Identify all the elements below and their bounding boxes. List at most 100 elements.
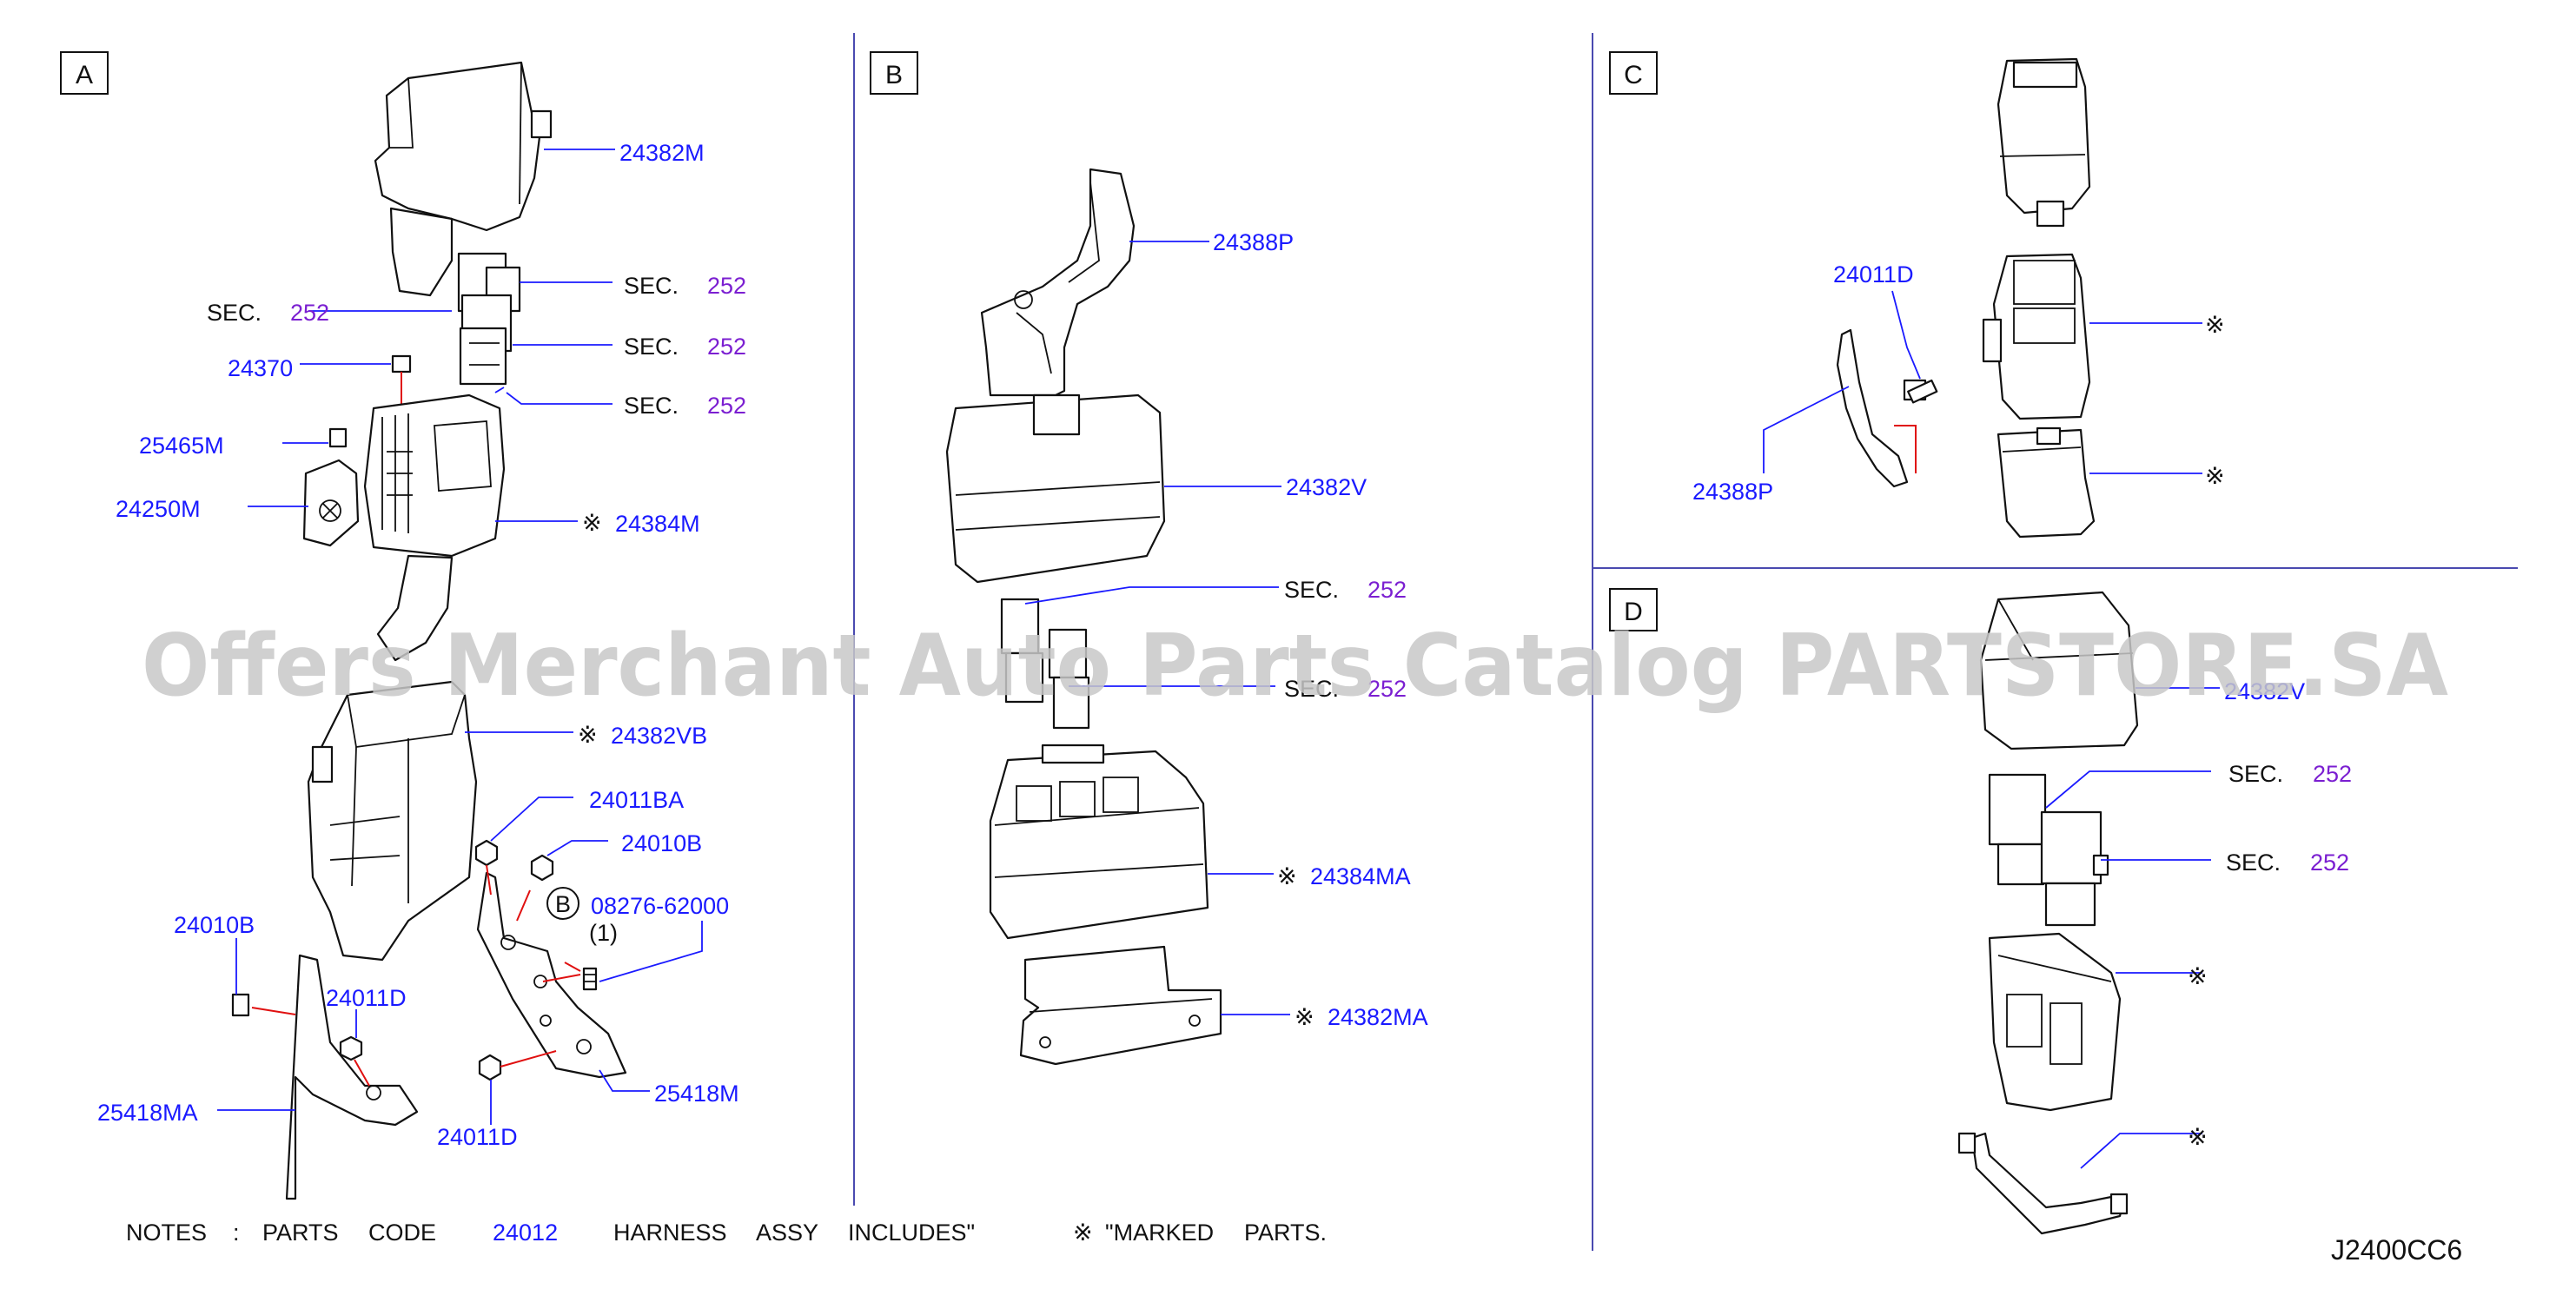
label-24382m: 24382M (619, 140, 705, 166)
label-sec-d1: SEC. (2228, 761, 2283, 787)
bracket-24388p (980, 168, 1136, 397)
marked-symbol-c-tray: ※ (2205, 463, 2225, 489)
label-24250m: 24250M (116, 496, 201, 522)
notes-line: NOTES : PARTS CODE 24012 HARNESS ASSY IN… (126, 1220, 1327, 1246)
label-08276-62000: 08276-62000 (591, 893, 729, 919)
label-25418ma: 25418MA (97, 1100, 198, 1126)
section-letter-a: A (76, 61, 93, 89)
bolt-24011d-upper (339, 1035, 370, 1087)
label-24382v-b: 24382V (1286, 474, 1367, 500)
relays-a (457, 252, 521, 386)
notes-includes: INCLUDES" (848, 1220, 975, 1246)
section-a-leaders (217, 149, 703, 1125)
section-d-parts (1957, 591, 2139, 1235)
bracket-d-bottom (1957, 1132, 2129, 1235)
label-24388p-b: 24388P (1213, 229, 1294, 255)
label-24388p-c: 24388P (1692, 479, 1773, 505)
section-a-parts (231, 61, 627, 1200)
label-24011d-c: 24011D (1833, 261, 1914, 288)
section-box-b: B (870, 51, 918, 95)
label-24010b-left: 24010B (174, 912, 255, 938)
label-24382v-d: 24382V (2224, 678, 2305, 704)
label-sec-b1-num: 252 (1367, 577, 1407, 603)
section-b-parts (945, 168, 1222, 1066)
circle-b-marker (546, 887, 579, 920)
marked-symbol-24382vb: ※ (578, 722, 598, 748)
marked-symbol-24384m: ※ (582, 510, 602, 536)
notes-parts: PARTS (262, 1220, 339, 1246)
section-box-d: D (1609, 588, 1658, 631)
bracket-25418ma (285, 954, 419, 1200)
label-25465m: 25465M (139, 433, 224, 459)
label-sec-a3-num: 252 (707, 393, 746, 419)
label-sec-a1-num: 252 (707, 273, 746, 299)
relays-b (1000, 598, 1090, 730)
notes-code: CODE (368, 1220, 436, 1246)
cover-24382v-d (1979, 591, 2139, 750)
notes-label: NOTES (126, 1220, 207, 1246)
cover-24382m (374, 61, 553, 297)
label-sec-a2-num: 252 (707, 334, 746, 360)
holder-d (1988, 932, 2122, 1112)
section-c-leaders (1763, 290, 2202, 474)
bracket-24388p-c (1836, 328, 1917, 488)
section-b-leaders (1024, 241, 1290, 1015)
cover-24382v (945, 393, 1166, 584)
screw-08276 (542, 962, 598, 991)
section-c-labels: 24011D 24388P ※ ※ (1692, 261, 2225, 505)
notes-assy: ASSY (756, 1220, 818, 1246)
marked-symbol-24384ma: ※ (1277, 863, 1297, 889)
label-sec-a-left-num: 252 (290, 300, 329, 326)
notes-parts2: PARTS. (1244, 1220, 1327, 1246)
label-24384ma: 24384MA (1310, 863, 1411, 889)
label-sec-d1-num: 252 (2313, 761, 2352, 787)
label-24384m: 24384M (615, 511, 700, 537)
box-24382vb (307, 680, 478, 962)
circle-b-letter: B (555, 891, 571, 917)
section-box-c: C (1609, 51, 1658, 95)
section-d-leaders (2045, 687, 2220, 1169)
label-sec-b2-num: 252 (1367, 676, 1407, 702)
marked-symbol-24382ma: ※ (1295, 1004, 1314, 1030)
label-24011ba: 24011BA (589, 787, 684, 813)
bolt-24010b-left (231, 993, 250, 1017)
block-24384ma (989, 744, 1209, 940)
notes-colon: : (233, 1220, 240, 1246)
clip-25465m (328, 427, 348, 448)
housing-c-mid (1982, 253, 2091, 420)
diagram-code: J2400CC6 (2331, 1234, 2462, 1266)
section-box-a: A (60, 51, 109, 95)
section-d-labels: 24382V SEC. 252 SEC. 252 ※ ※ (2188, 678, 2352, 1150)
block-24384m (363, 393, 506, 662)
label-24370: 24370 (228, 355, 293, 381)
bolt-24011d-c (1903, 379, 1938, 404)
label-sec-a2: SEC. (624, 334, 679, 360)
marked-symbol-d-bracket: ※ (2188, 1124, 2208, 1150)
tray-24382ma (1019, 945, 1222, 1066)
label-sec-d2: SEC. (2226, 849, 2281, 876)
label-24011d-upper: 24011D (326, 985, 407, 1011)
fuse-24370 (391, 354, 412, 373)
label-sec-a-left: SEC. (207, 300, 262, 326)
relays-d (1988, 773, 2109, 927)
notes-marked: "MARKED (1105, 1220, 1214, 1246)
notes-marked-symbol: ※ (1073, 1220, 1093, 1246)
marked-symbol-d-holder: ※ (2188, 963, 2208, 989)
label-25418m: 25418M (654, 1081, 739, 1107)
label-24382vb: 24382VB (611, 723, 707, 749)
label-sec-b1: SEC. (1284, 577, 1339, 603)
nut-24010b-right (530, 854, 554, 882)
section-a-labels: 24382M SEC. 252 SEC. 252 SEC. 252 SEC. 2… (97, 140, 746, 1150)
section-b-labels: 24388P 24382V SEC. 252 SEC. 252 ※ 24384M… (1213, 229, 1428, 1030)
notes-harness: HARNESS (613, 1220, 727, 1246)
label-sec-a3: SEC. (624, 393, 679, 419)
bracket-25418m (476, 871, 627, 1079)
section-c-parts (1836, 57, 2096, 539)
marked-symbol-c-housing: ※ (2205, 312, 2225, 338)
label-24382ma: 24382MA (1328, 1004, 1428, 1030)
section-letter-d: D (1624, 598, 1643, 626)
bracket-24250m (302, 459, 360, 547)
label-sec-b2: SEC. (1284, 676, 1339, 702)
label-sec-d2-num: 252 (2310, 849, 2349, 876)
